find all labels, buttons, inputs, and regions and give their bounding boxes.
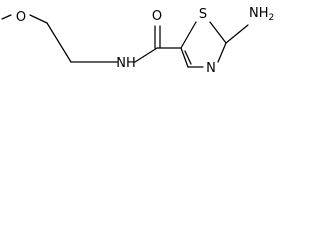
- atom-nh-amide: NH: [116, 56, 136, 71]
- molecule-svg: O NH O S N NH2: [1, 6, 274, 76]
- bond-o-ch2: [29, 14, 48, 24]
- atom-n-ring: N: [206, 61, 216, 76]
- atom-o-ether: O: [16, 10, 26, 25]
- bond-c5-s: [180, 21, 197, 49]
- bond-methyl-o: [1, 14, 12, 20]
- atom-s-ring: S: [199, 7, 207, 22]
- bond-c2-n: [217, 42, 227, 63]
- bond-s-c2: [209, 21, 227, 44]
- bond-ch2-ch2: [46, 22, 72, 63]
- atom-amine-label: NH: [249, 6, 269, 21]
- structure-diagram: O NH O S N NH2: [0, 0, 300, 94]
- atom-o-carbonyl: O: [152, 9, 162, 24]
- bond-nh-carbonyl: [134, 47, 158, 63]
- bond-c2-amine: [225, 24, 249, 44]
- bond-c4-c5-inner: [184, 50, 192, 65]
- bond-c4-c5: [180, 47, 189, 68]
- atom-amine-subscript: 2: [269, 13, 275, 23]
- atom-amine: NH2: [249, 6, 274, 23]
